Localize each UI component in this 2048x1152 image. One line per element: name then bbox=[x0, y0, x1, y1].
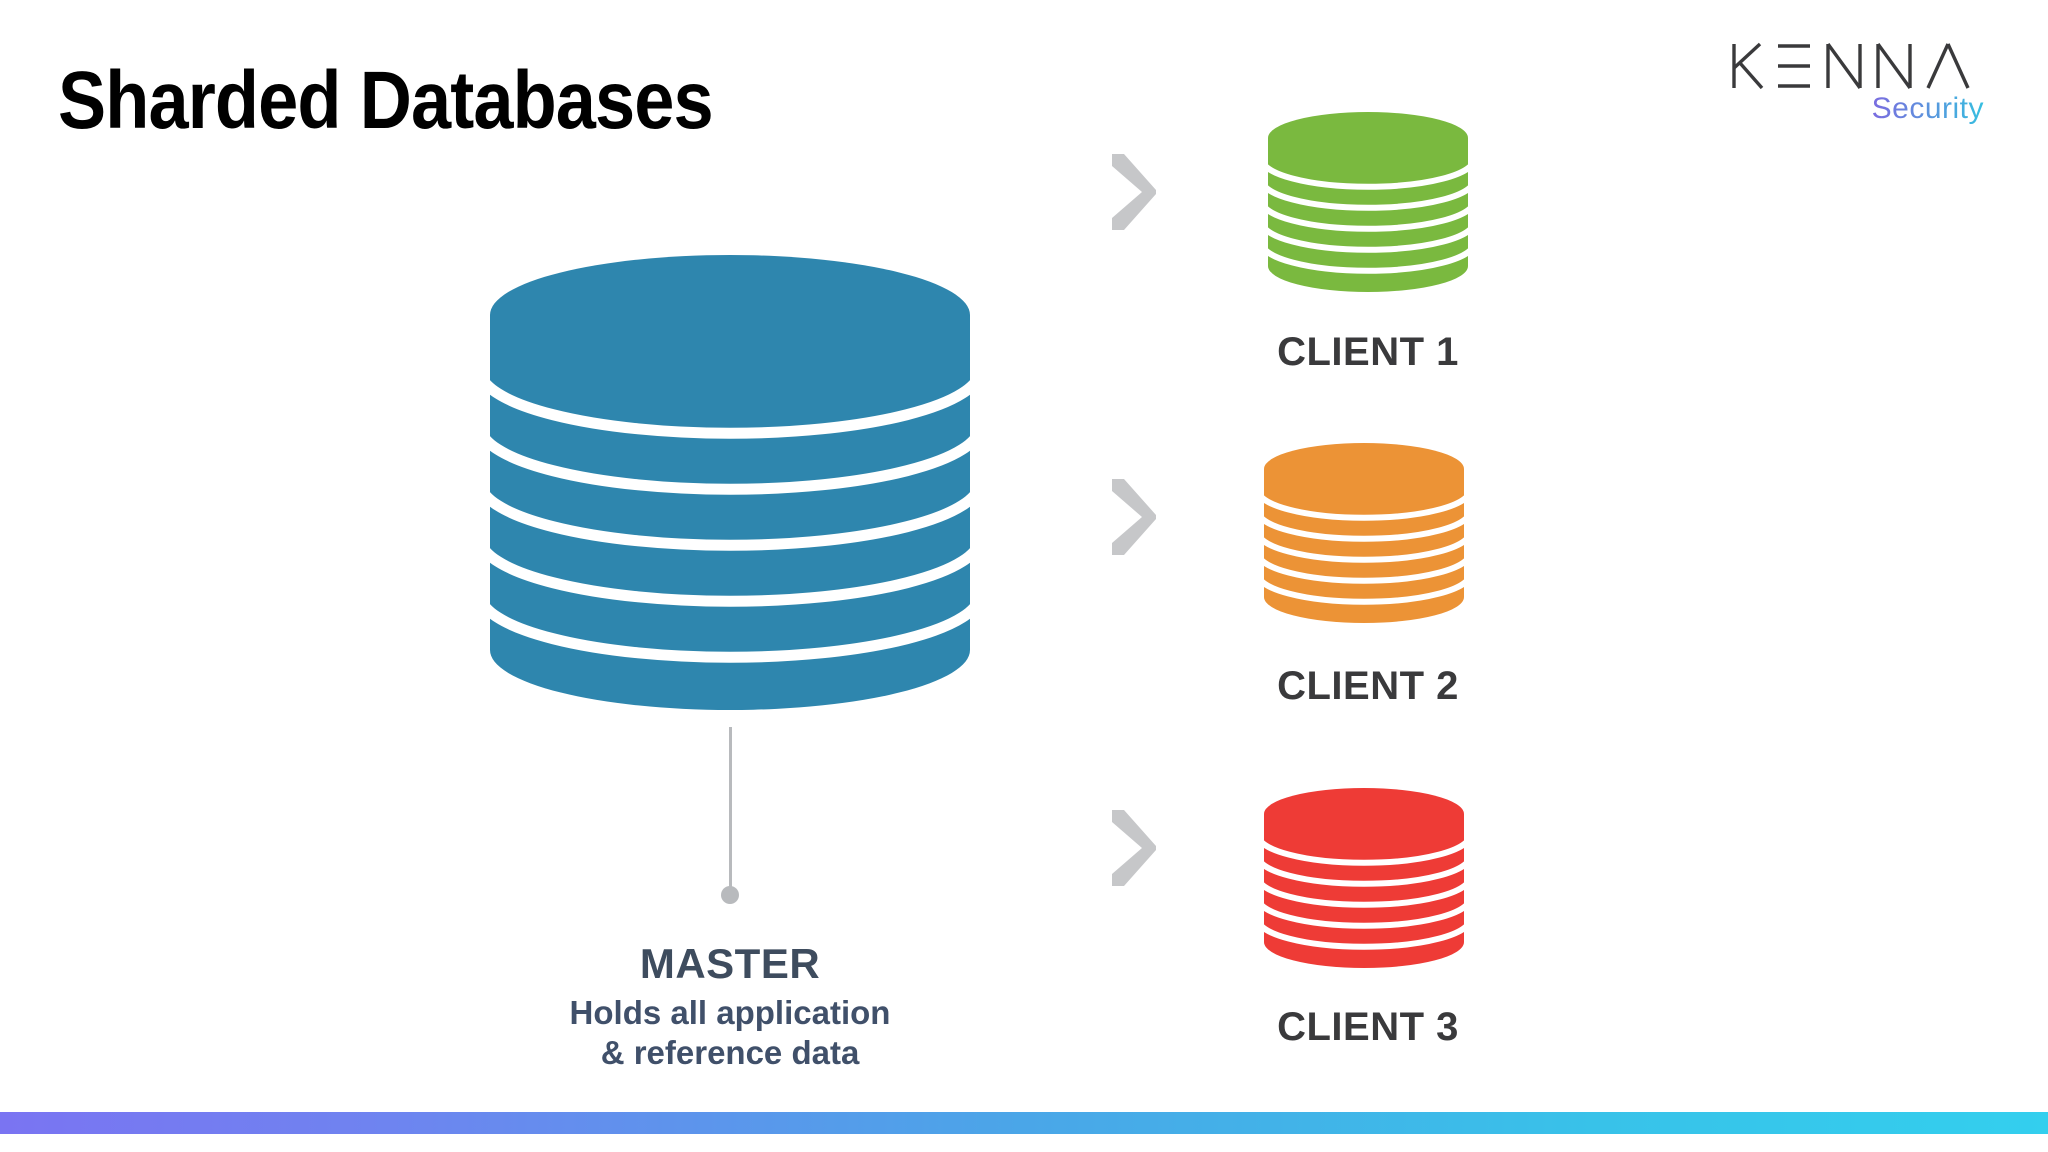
client-database-cylinder-2 bbox=[1264, 443, 1464, 623]
database-stack-icon bbox=[1264, 443, 1464, 623]
database-stack-icon bbox=[1264, 788, 1464, 968]
master-connector-dot bbox=[721, 886, 739, 904]
chevron-right-icon-client-1 bbox=[1106, 150, 1162, 234]
master-subtitle-line-2: & reference data bbox=[600, 1034, 860, 1072]
database-stack-icon bbox=[490, 255, 970, 710]
master-connector-line bbox=[729, 727, 732, 891]
client-label-3: CLIENT 3 bbox=[1277, 1005, 1459, 1049]
master-database-cylinder bbox=[490, 255, 970, 710]
master-title: MASTER bbox=[639, 940, 821, 987]
bottom-accent-bar bbox=[0, 1112, 2048, 1134]
master-caption: MASTER Holds all application & reference… bbox=[430, 940, 1030, 1074]
page-title: Sharded Databases bbox=[58, 55, 714, 146]
master-subtitle-line-1: Holds all application bbox=[569, 994, 891, 1032]
kenna-tagline: Security bbox=[1871, 92, 1984, 125]
client-database-cylinder-3 bbox=[1264, 788, 1464, 968]
kenna-wordmark-icon bbox=[1732, 42, 1970, 90]
client-label-1: CLIENT 1 bbox=[1277, 330, 1459, 374]
chevron-right-icon-client-2 bbox=[1106, 475, 1162, 559]
kenna-logo: Security bbox=[1726, 38, 1986, 138]
client-label-2: CLIENT 2 bbox=[1277, 664, 1459, 708]
database-stack-icon bbox=[1268, 112, 1468, 292]
client-database-cylinder-1 bbox=[1268, 112, 1468, 292]
chevron-right-icon-client-3 bbox=[1106, 806, 1162, 890]
